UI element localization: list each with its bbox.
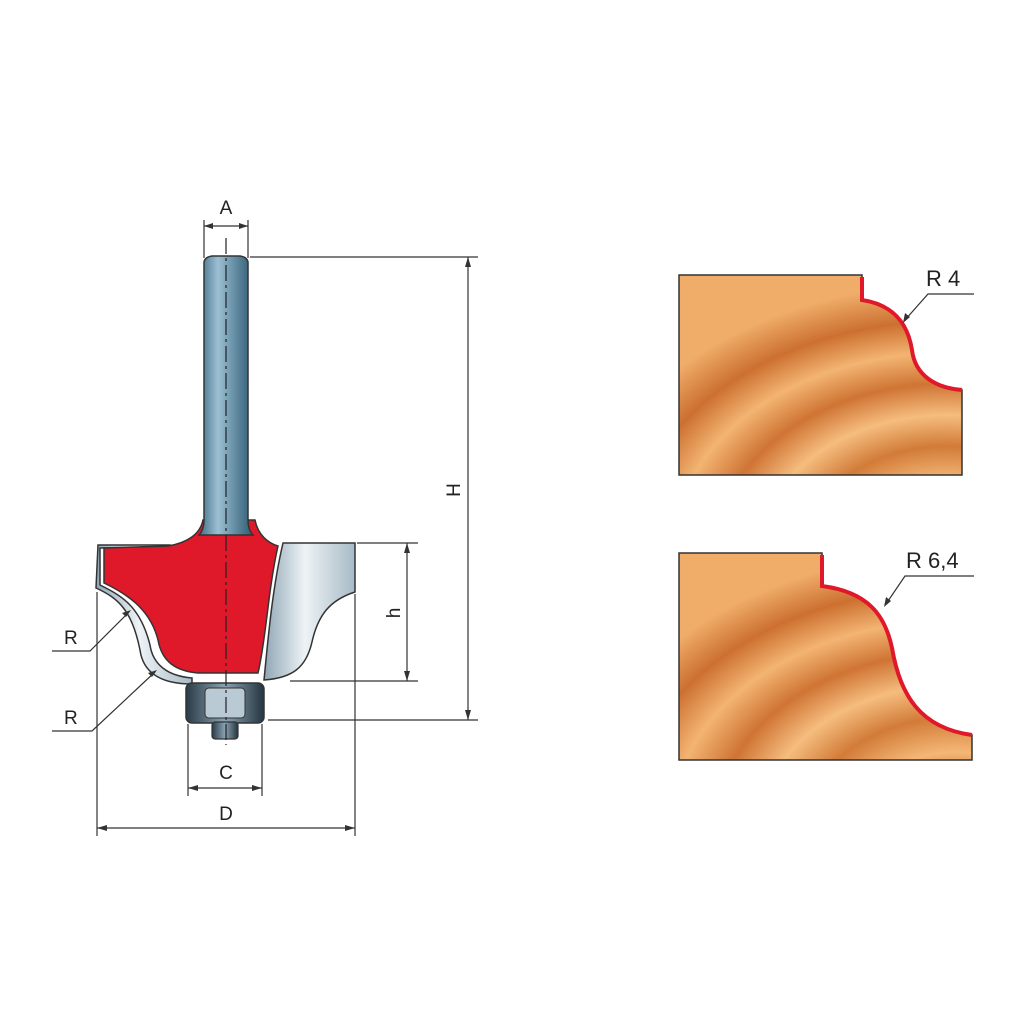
profile-r64: R 6,4 bbox=[678, 548, 974, 761]
radius-upper-leader bbox=[52, 612, 129, 652]
profile-r64-label: R 6,4 bbox=[906, 548, 959, 573]
right-cutter-blade bbox=[263, 542, 356, 681]
radius-lower-leader bbox=[52, 671, 156, 732]
profile-r64-wood bbox=[678, 552, 973, 761]
dimensions: A H h C D R R bbox=[52, 198, 478, 836]
dimension-h-cut-label: h bbox=[384, 608, 405, 619]
profile-r4-wood bbox=[678, 274, 963, 476]
profile-r4: R 4 bbox=[678, 266, 974, 476]
left-cutter-blade bbox=[95, 544, 193, 685]
profile-r4-label: R 4 bbox=[926, 266, 960, 291]
router-bit bbox=[95, 238, 356, 745]
bit-body bbox=[103, 519, 279, 674]
profile-r64-edge bbox=[820, 555, 973, 737]
dimension-c-label: C bbox=[219, 763, 233, 784]
dimension-a-label: A bbox=[220, 198, 233, 219]
dimension-h-total-label: H bbox=[444, 483, 465, 497]
bearing-screw bbox=[211, 721, 239, 740]
profile-r64-leader bbox=[885, 575, 974, 605]
bearing-inner-ring bbox=[204, 687, 246, 719]
dimension-d-label: D bbox=[219, 804, 233, 825]
radius-lower-label: R bbox=[64, 708, 78, 729]
profile-r4-edge bbox=[860, 277, 963, 392]
profile-r4-leader bbox=[904, 293, 974, 321]
radius-upper-label: R bbox=[64, 628, 78, 649]
